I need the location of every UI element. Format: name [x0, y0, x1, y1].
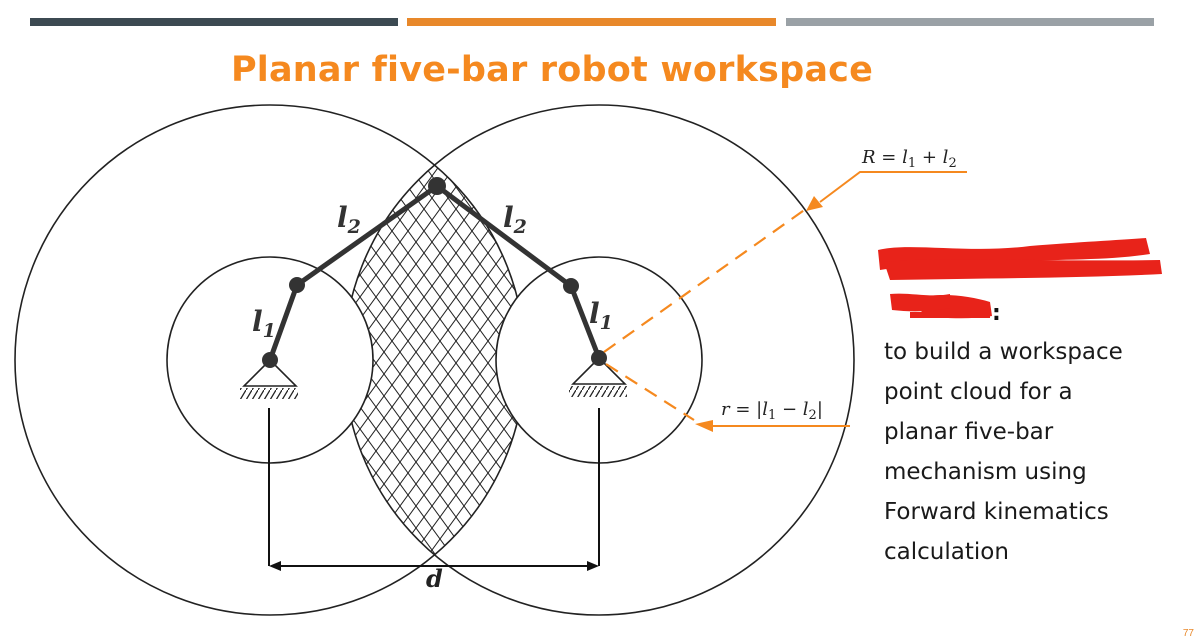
- header-bar-gray: [786, 18, 1154, 26]
- label-l1-right: l1: [589, 297, 613, 334]
- description-line: calculation: [884, 539, 1009, 565]
- joint-elbow-left: [289, 277, 305, 293]
- inner-radius-formula: r = |l1 − l2|: [721, 399, 823, 423]
- link-l1-right: [568, 283, 602, 361]
- header-bar-dark: [30, 18, 398, 26]
- description-text: to build a workspace point cloud for a p…: [884, 332, 1184, 572]
- ground-support-left: [240, 358, 298, 399]
- joint-base-left: [262, 352, 278, 368]
- label-l2-right: l2: [503, 201, 527, 238]
- header-bar-orange: [407, 18, 776, 26]
- page-number: 77: [1182, 628, 1194, 639]
- description-line: Forward kinematics: [884, 499, 1109, 525]
- label-l2-left: l2: [337, 201, 361, 238]
- workspace-region: [344, 105, 525, 615]
- slide-title: Planar five-bar robot workspace: [230, 50, 874, 90]
- joint-base-right: [591, 350, 607, 366]
- joint-end-effector: [428, 177, 446, 195]
- link-l2-right: [434, 183, 574, 289]
- inner-radius-dashed-line: [605, 363, 695, 421]
- distance-dimension: [268, 408, 600, 567]
- description-line: mechanism using: [884, 459, 1087, 485]
- joint-elbow-right: [563, 278, 579, 294]
- description-line: to build a workspace: [884, 339, 1123, 365]
- link-l1-left: [267, 282, 300, 363]
- outer-radius-leader: [819, 171, 967, 203]
- description-line: planar five-bar: [884, 419, 1054, 445]
- inner-radius-arrowhead: [695, 420, 713, 432]
- label-l1-left: l1: [252, 305, 276, 342]
- outer-radius-arrowhead: [806, 196, 823, 211]
- outer-radius-formula: R = l1 + l2: [861, 147, 957, 171]
- ground-support-right: [569, 356, 627, 397]
- outer-radius-dashed-line: [603, 205, 811, 353]
- link-l2-left: [294, 183, 440, 288]
- label-distance: d: [426, 564, 443, 593]
- distance-arrow-left: [269, 561, 281, 571]
- distance-arrow-right: [587, 561, 599, 571]
- svg-text::: :: [992, 301, 1001, 326]
- description-line: point cloud for a: [884, 379, 1073, 405]
- redaction-mark: :: [878, 238, 1162, 326]
